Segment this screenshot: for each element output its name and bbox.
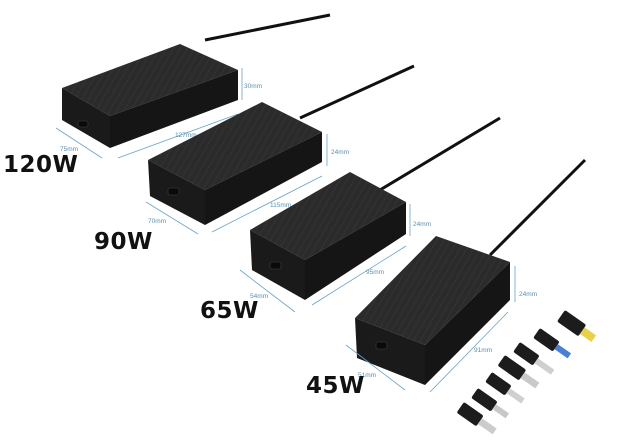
port-icon	[269, 261, 282, 270]
dc-tip	[498, 355, 540, 389]
adapter-side	[110, 70, 238, 148]
dimension-width: 54mm	[250, 293, 268, 300]
dimension-line	[211, 175, 323, 233]
dimension-height: 24mm	[331, 149, 349, 156]
adapter-top	[148, 102, 322, 190]
adapter-45w: 51mm 91mm 24mm	[345, 158, 587, 393]
dimension-line	[145, 201, 199, 235]
cable	[299, 64, 415, 120]
port-icon	[167, 187, 180, 196]
dimension-height: 24mm	[413, 221, 431, 228]
adapter-front	[355, 318, 425, 385]
dimension-line	[429, 311, 509, 393]
dimension-width: 51mm	[358, 372, 376, 379]
dc-tip	[557, 310, 597, 342]
wattage-label-90w: 90W	[94, 229, 153, 255]
adapter-side	[205, 132, 322, 225]
dimension-length: 95mm	[366, 269, 384, 276]
dc-tip	[513, 342, 555, 375]
dc-tip	[533, 328, 572, 359]
dc-tips	[457, 310, 597, 435]
adapter-90w: 70mm 115mm 24mm	[145, 64, 415, 235]
dimension-length: 115mm	[270, 202, 291, 209]
dc-tip	[457, 402, 497, 435]
port-icon	[77, 120, 89, 128]
dc-tip	[485, 372, 525, 404]
dimension-height: 24mm	[519, 291, 537, 298]
dc-tip	[471, 388, 510, 419]
wattage-label-45w: 45W	[306, 373, 365, 399]
dimension-width: 75mm	[60, 146, 78, 153]
dimension-line	[311, 245, 407, 306]
wattage-label-65w: 65W	[200, 298, 259, 324]
adapter-top	[250, 172, 406, 260]
port-icon	[375, 341, 388, 350]
dimension-length: 91mm	[474, 347, 492, 354]
dimension-line	[345, 344, 406, 391]
adapter-65w: 54mm 95mm 24mm	[239, 116, 501, 313]
dimension-height: 30mm	[244, 83, 262, 90]
dimension-line	[117, 113, 239, 159]
adapter-front	[62, 88, 110, 148]
dimension-line	[55, 127, 103, 159]
dimension-line	[239, 269, 296, 313]
dimension-length: 127mm	[175, 132, 197, 139]
cable	[488, 158, 587, 257]
adapter-side	[305, 202, 406, 300]
cable	[204, 13, 331, 42]
adapter-side	[425, 262, 510, 385]
adapter-top	[355, 236, 510, 345]
cable	[379, 116, 501, 192]
wattage-label-120w: 120W	[3, 152, 79, 178]
dimension-width: 70mm	[148, 218, 166, 225]
adapter-top	[62, 44, 238, 116]
adapter-120w: 75mm 127mm 30mm	[55, 13, 331, 159]
